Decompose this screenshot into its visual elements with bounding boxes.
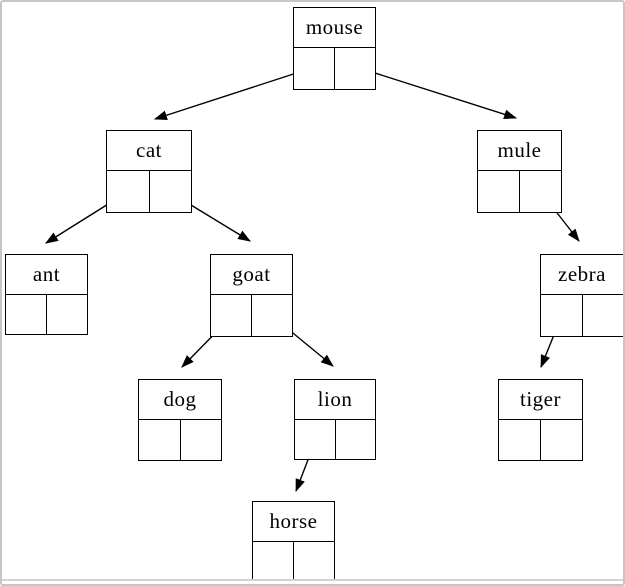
tree-node-horse: horse: [252, 501, 335, 581]
tree-node-cat: cat: [106, 130, 192, 213]
right-pointer-cell: [520, 171, 561, 212]
left-pointer-cell: [253, 542, 294, 580]
node-pointer-row: [541, 295, 623, 336]
node-pointer-row: [211, 295, 292, 336]
left-pointer-cell: [499, 420, 541, 460]
left-pointer-cell: [295, 420, 336, 459]
right-pointer-cell: [47, 295, 87, 334]
right-pointer-cell: [336, 420, 376, 459]
node-label: cat: [107, 131, 191, 171]
left-pointer-cell: [478, 171, 520, 212]
node-pointer-row: [499, 420, 582, 460]
node-pointer-row: [6, 295, 87, 334]
node-pointer-row: [139, 420, 221, 460]
node-pointer-row: [295, 420, 375, 459]
node-pointer-row: [478, 171, 561, 212]
right-pointer-cell: [252, 295, 292, 336]
node-label: tiger: [499, 380, 582, 420]
edge-mouse-right-mule: [352, 65, 518, 120]
node-label: zebra: [541, 255, 623, 295]
left-pointer-cell: [107, 171, 150, 212]
tree-node-tiger: tiger: [498, 379, 583, 461]
node-label: goat: [211, 255, 292, 295]
tree-node-zebra: zebra: [540, 254, 623, 337]
node-pointer-row: [253, 542, 334, 580]
node-label: horse: [253, 502, 334, 542]
right-pointer-cell: [294, 542, 334, 580]
tree-node-dog: dog: [138, 379, 222, 461]
tree-node-mule: mule: [477, 130, 562, 213]
node-pointer-row: [107, 171, 191, 212]
tree-node-ant: ant: [5, 254, 88, 335]
content-bottom-edge: [2, 579, 623, 581]
left-pointer-cell: [294, 48, 335, 89]
left-pointer-cell: [139, 420, 181, 460]
left-pointer-cell: [211, 295, 252, 336]
node-label: lion: [295, 380, 375, 420]
right-pointer-cell: [583, 295, 624, 336]
node-label: mule: [478, 131, 561, 171]
right-pointer-cell: [541, 420, 582, 460]
right-pointer-cell: [150, 171, 192, 212]
edge-mouse-left-cat: [153, 66, 316, 120]
node-label: dog: [139, 380, 221, 420]
tree-node-mouse: mouse: [293, 7, 376, 90]
right-pointer-cell: [181, 420, 222, 460]
node-label: mouse: [294, 8, 375, 48]
left-pointer-cell: [541, 295, 583, 336]
left-pointer-cell: [6, 295, 47, 334]
tree-node-goat: goat: [210, 254, 293, 337]
right-pointer-cell: [335, 48, 375, 89]
tree-node-lion: lion: [294, 379, 376, 460]
node-label: ant: [6, 255, 87, 295]
node-pointer-row: [294, 48, 375, 89]
